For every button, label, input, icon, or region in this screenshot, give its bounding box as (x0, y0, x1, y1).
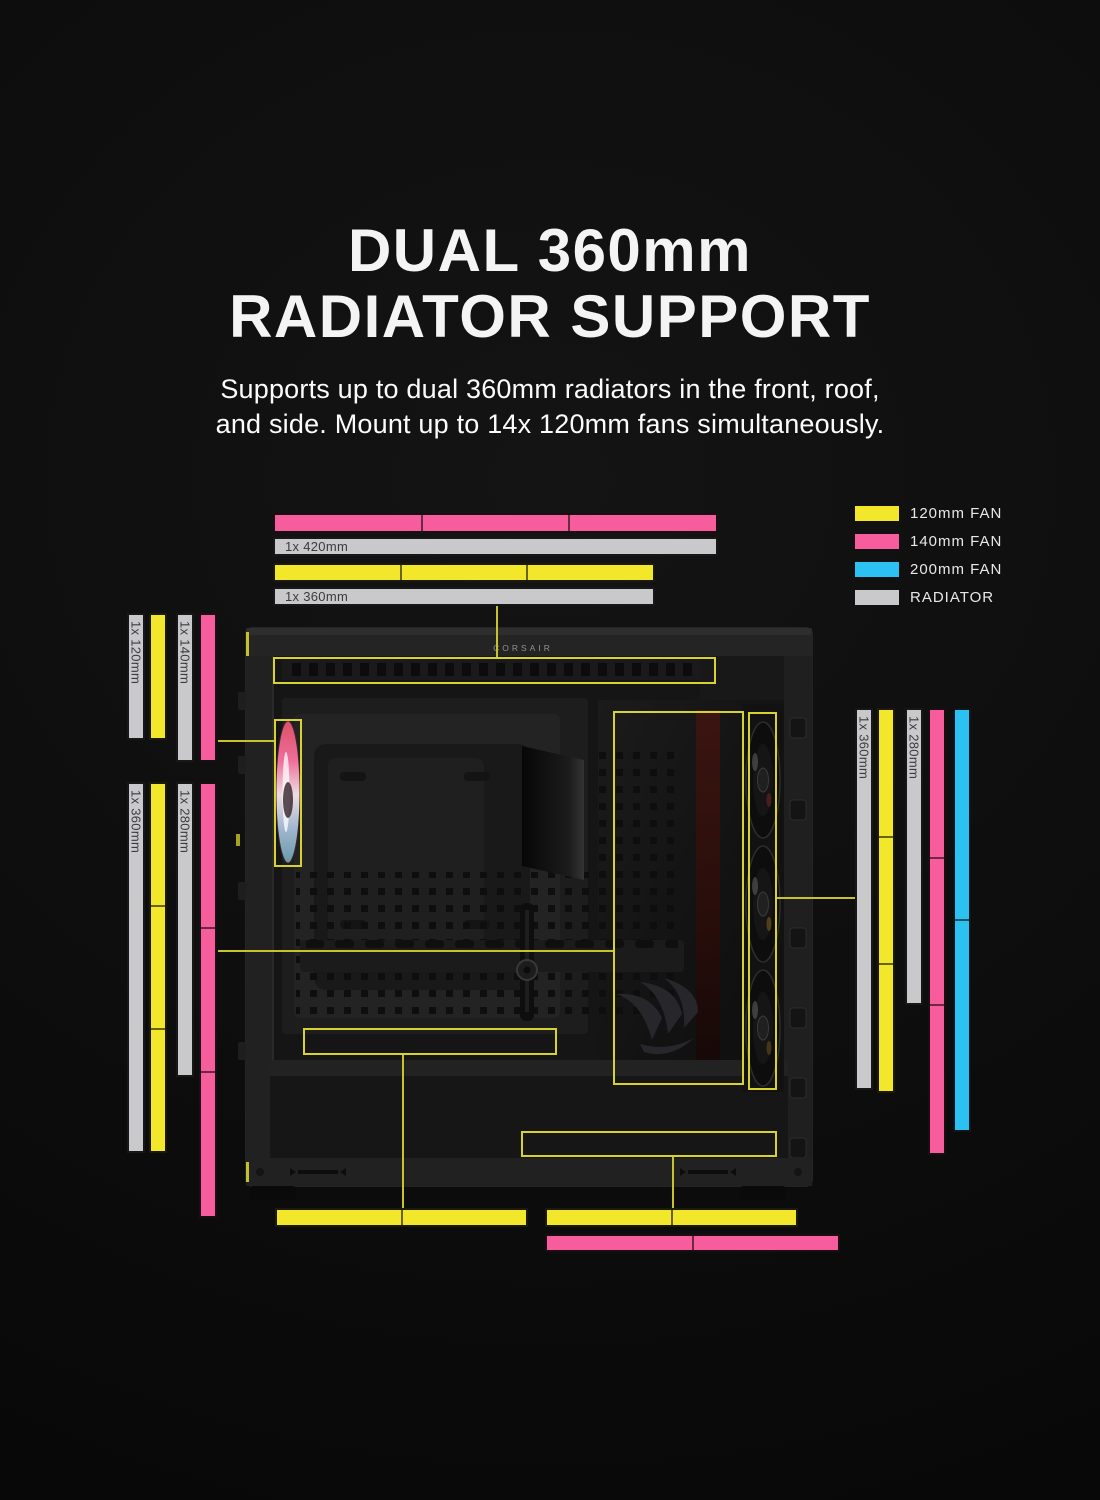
roof-mount-zone (273, 657, 716, 684)
side-mount-zone (613, 711, 744, 1085)
front-top-callout-line (218, 740, 276, 742)
segment-divider (691, 1236, 694, 1250)
front-radiator-280mm: 1x 280mm (176, 782, 194, 1077)
bar-size-label: 1x 420mm (285, 538, 349, 554)
segment-divider (670, 1210, 673, 1225)
segment-divider (151, 1027, 165, 1030)
sail-logo-watermark (616, 978, 698, 1055)
segment-divider (151, 905, 165, 908)
roof-fans-140mm-x3 (273, 513, 718, 533)
segment-divider (567, 515, 570, 531)
bar-size-label: 1x 140mm (177, 621, 193, 685)
case-logo-text: CORSAIR (493, 643, 553, 653)
side-fans-zone (748, 712, 777, 1090)
legend-item: 120mm FAN (855, 505, 1003, 522)
front-radiator-140mm: 1x 140mm (176, 613, 194, 762)
segment-divider (400, 1210, 403, 1225)
side-fans-120mm-x3 (877, 708, 895, 1093)
side-fans-140mm-x3 (928, 708, 946, 1155)
front-fan-120mm (149, 613, 167, 740)
side-callout-line (777, 897, 855, 899)
bottom-fans-120mm-x2-left (275, 1208, 528, 1227)
legend-item: 200mm FAN (855, 561, 1003, 578)
case-foot-right (740, 1186, 786, 1200)
subtitle-line2: and side. Mount up to 14x 120mm fans sim… (215, 409, 885, 439)
fan200-swatch (855, 562, 899, 577)
front-fan-140mm (199, 613, 217, 762)
bar-size-label: 1x 280mm (177, 790, 193, 854)
bottom-fans-140mm-x2 (545, 1234, 840, 1252)
front-radiator-360mm: 1x 360mm (127, 782, 145, 1153)
bar-size-label: 1x 360mm (856, 716, 872, 780)
fan140-swatch (855, 534, 899, 549)
front-radiator-120mm: 1x 120mm (127, 613, 145, 740)
segment-divider (930, 1004, 944, 1007)
bar-size-label: 1x 360mm (285, 588, 349, 604)
legend-item: RADIATOR (855, 589, 1002, 606)
page-subtitle: Supports up to dual 360mm radiators in t… (0, 372, 1100, 442)
front-main-callout-line (218, 950, 615, 952)
segment-divider (420, 515, 423, 531)
legend-item: 140mm FAN (855, 533, 1003, 550)
subtitle-line1: Supports up to dual 360mm radiators in t… (220, 374, 880, 404)
legend-label: 120mm FAN (910, 505, 1003, 522)
segment-divider (879, 962, 893, 965)
segment-divider (879, 835, 893, 838)
front-fans-140mm-x3 (199, 782, 217, 1218)
side-radiator-360mm: 1x 360mm (855, 708, 873, 1090)
case-photo: CORSAIR (236, 627, 813, 1200)
front-rgb-fan (275, 720, 301, 864)
roof-callout-line (496, 602, 498, 659)
segment-divider (201, 926, 215, 929)
legend-label: 140mm FAN (910, 533, 1003, 550)
title-line1: DUAL 360mm (347, 217, 753, 284)
legend-label: 200mm FAN (910, 561, 1003, 578)
psu-shroud (270, 1076, 788, 1162)
side-radiator-280mm: 1x 280mm (905, 708, 923, 1005)
fan120-swatch (855, 506, 899, 521)
legend: 120mm FAN 140mm FAN 200mm FAN RADIATOR (855, 505, 1003, 606)
psu-shroud-rail (270, 1060, 788, 1076)
bar-size-label: 1x 360mm (128, 790, 144, 854)
case-foot-left (250, 1186, 296, 1200)
bottom-callout-line (672, 1155, 674, 1210)
roof-radiator-360mm: 1x 360mm (273, 587, 655, 606)
rear-opening (522, 746, 584, 880)
front-fans-120mm-x3 (149, 782, 167, 1153)
bar-size-label: 1x 120mm (128, 621, 144, 685)
title-line2: RADIATOR SUPPORT (229, 283, 871, 350)
shroud-mount-zone (303, 1028, 557, 1055)
side-fans-200mm-x2 (953, 708, 971, 1132)
rgb-glow-strip (696, 710, 720, 1086)
roof-radiator-420mm: 1x 420mm (273, 537, 718, 556)
roof-fans-120mm-x3 (273, 563, 655, 582)
bar-size-label: 1x 280mm (906, 716, 922, 780)
segment-divider (201, 1070, 215, 1073)
radiator-swatch (855, 590, 899, 605)
segment-divider (399, 565, 402, 580)
page-title: DUAL 360mm RADIATOR SUPPORT (0, 218, 1100, 350)
shroud-callout-line (402, 1053, 404, 1210)
segment-divider (955, 919, 969, 921)
roof-vent (290, 662, 692, 677)
segment-divider (930, 856, 944, 859)
legend-label: RADIATOR (910, 589, 995, 606)
bottom-fans-120mm-x2-right (545, 1208, 798, 1227)
segment-divider (525, 565, 528, 580)
bottom-mount-zone (521, 1131, 777, 1157)
front-fan-zone (274, 719, 302, 867)
